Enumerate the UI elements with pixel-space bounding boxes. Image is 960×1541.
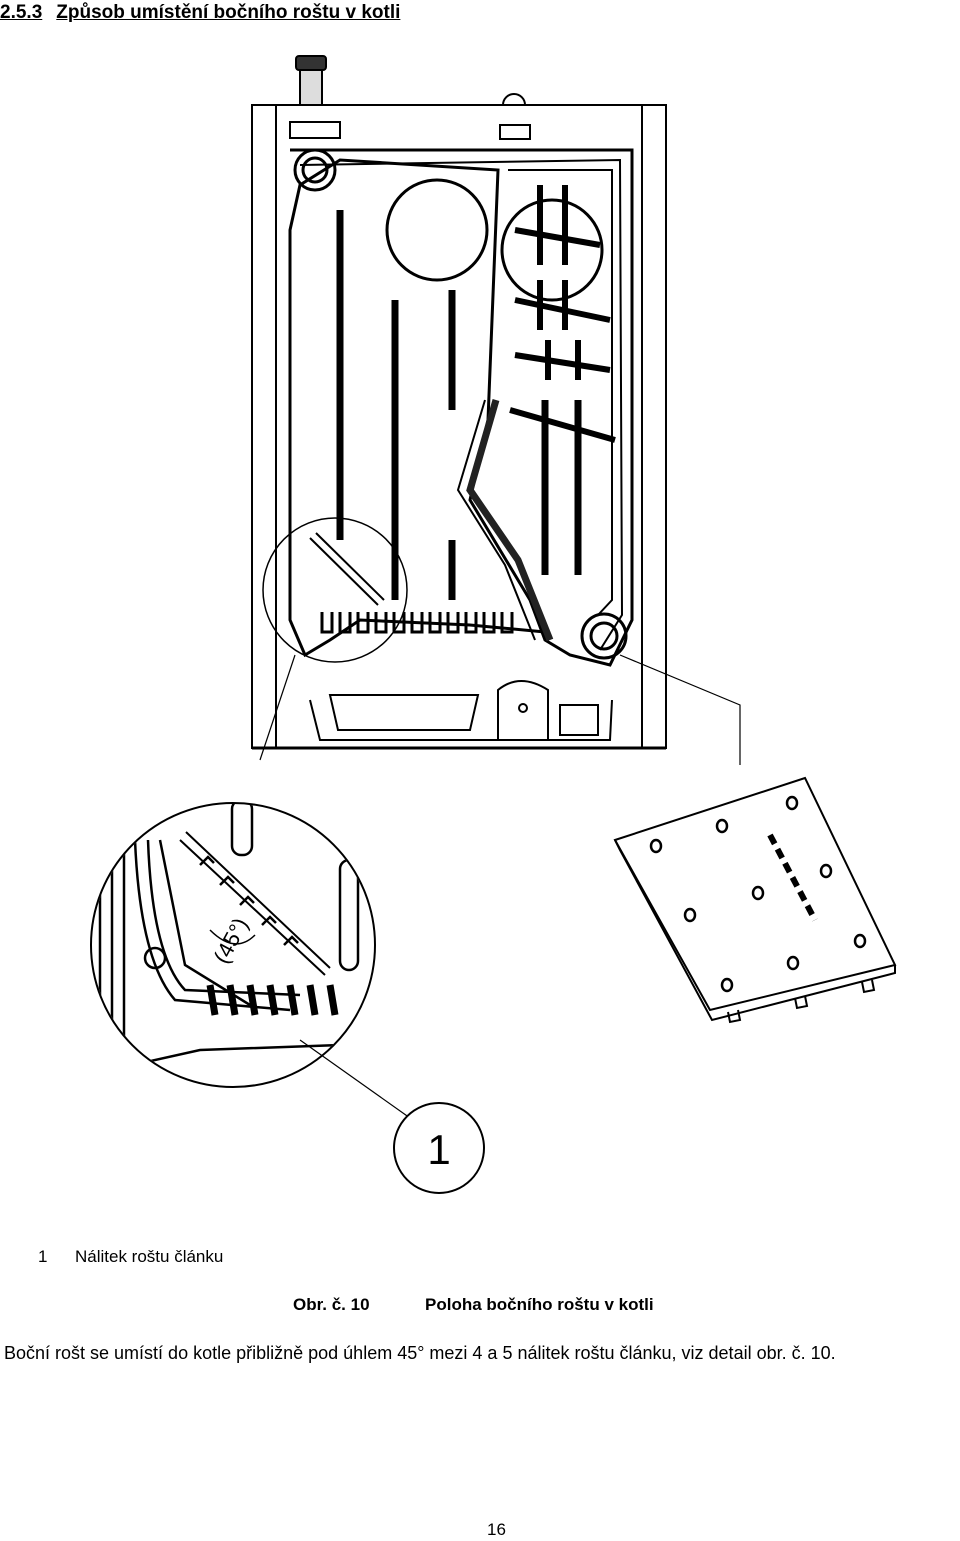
callout-number: 1 xyxy=(427,1126,450,1173)
body-paragraph: Boční rošt se umístí do kotle přibližně … xyxy=(4,1343,836,1363)
legend-number: 1 xyxy=(38,1247,48,1266)
diagonal-ribs xyxy=(509,185,616,443)
figure-title: Poloha bočního roštu v kotli xyxy=(425,1295,654,1314)
figure-number: Obr. č. 10 xyxy=(293,1295,370,1314)
boiler-section-drawing: (45°) 1 xyxy=(90,55,897,1194)
grate-teeth xyxy=(320,612,514,634)
legend-label: Nálitek roštu článku xyxy=(75,1247,224,1266)
detail-marker-circle xyxy=(262,517,408,663)
page-number: 16 xyxy=(487,1520,506,1539)
legend-item: 1 Nálitek roštu článku xyxy=(38,1247,223,1267)
side-grate-plate xyxy=(613,776,897,1024)
top-fittings xyxy=(289,55,531,140)
detail-magnified-view: (45°) xyxy=(90,802,411,1119)
section-number: 2.5.3 xyxy=(0,2,43,23)
side-grate-in-boiler xyxy=(309,532,385,606)
cast-iron-section xyxy=(288,148,634,667)
section-title: Způsob umístění bočního roštu v kotli xyxy=(56,2,401,23)
ash-chamber xyxy=(309,680,613,741)
section-heading: 2.5.3 Způsob umístění bočního roštu v kot… xyxy=(0,2,400,24)
callout-1: 1 xyxy=(393,1102,485,1194)
boiler-casing xyxy=(251,104,667,750)
flue-ribs xyxy=(336,210,582,600)
